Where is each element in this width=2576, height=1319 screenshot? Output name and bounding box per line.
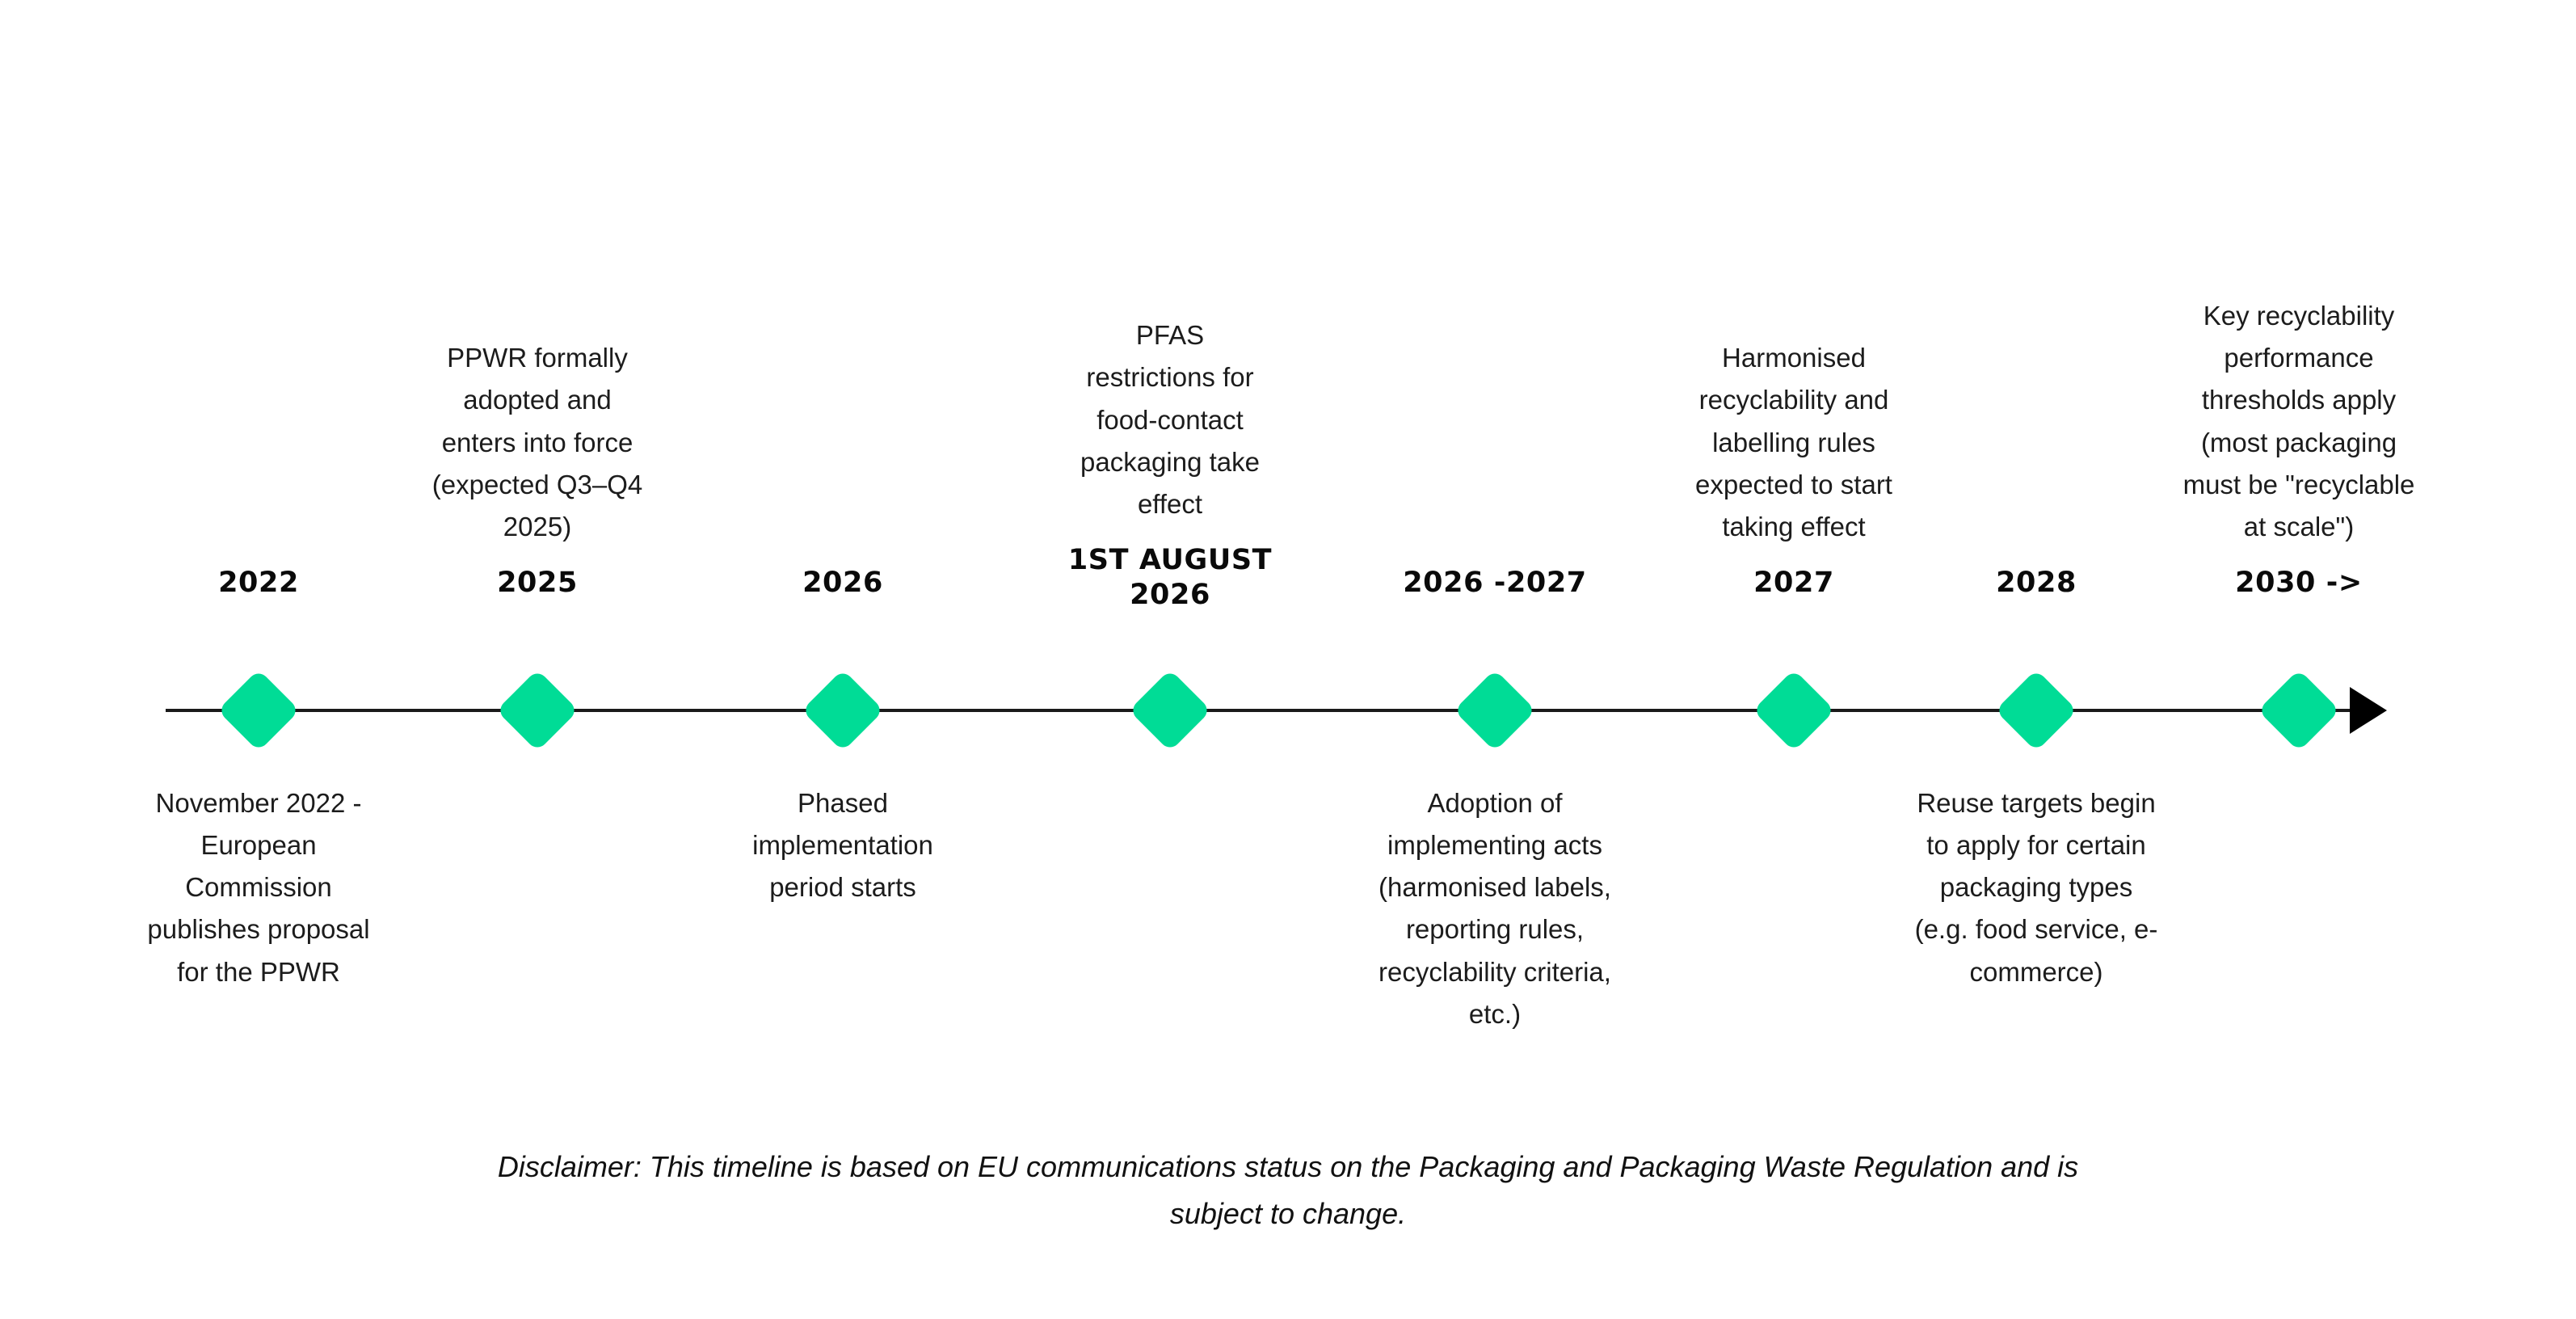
milestone-marker-2028[interactable] [1995, 669, 2077, 752]
milestone-caption: Key recyclability performance thresholds… [2182, 301, 2415, 542]
timeline-arrow-icon [2350, 687, 2387, 734]
milestone-year-label: 2022 [218, 567, 299, 599]
milestone-marker-2030[interactable] [2258, 669, 2340, 752]
milestone-year-label: 2026 -2027 [1403, 567, 1587, 599]
milestone-year-label: 2025 [497, 567, 578, 599]
timeline-axis-line [166, 709, 2357, 712]
milestone-marker-2022[interactable] [217, 669, 300, 752]
milestone-year-label: 1ST AUGUST 2026 [1067, 544, 1273, 611]
milestone-caption: PFAS restrictions for food-contact packa… [1080, 320, 1260, 519]
milestone-year-label: 2027 [1753, 567, 1834, 599]
milestone-marker-2027[interactable] [1753, 669, 1835, 752]
milestone-year-label: 2030 -> [2235, 567, 2363, 599]
milestone-caption: Adoption of implementing acts (harmonise… [1378, 788, 1611, 1029]
milestone-marker-2025[interactable] [496, 669, 579, 752]
milestone-caption: November 2022 - European Commission publ… [147, 788, 370, 987]
milestone-year-label: 2028 [1996, 567, 2077, 599]
milestone-caption: Phased implementation period starts [752, 788, 933, 903]
disclaimer-text: Disclaimer: This timeline is based on EU… [497, 1150, 2079, 1231]
milestone-marker-2026-2027[interactable] [1454, 669, 1536, 752]
milestone-marker-2026[interactable] [802, 669, 884, 752]
milestone-caption: Reuse targets begin to apply for certain… [1914, 788, 2158, 987]
milestone-year-label: 2026 [802, 567, 883, 599]
milestone-caption: Harmonised recyclability and labelling r… [1695, 343, 1892, 542]
milestone-marker-1st-august-2026[interactable] [1129, 669, 1211, 752]
milestone-caption: PPWR formally adopted and enters into fo… [431, 343, 643, 542]
